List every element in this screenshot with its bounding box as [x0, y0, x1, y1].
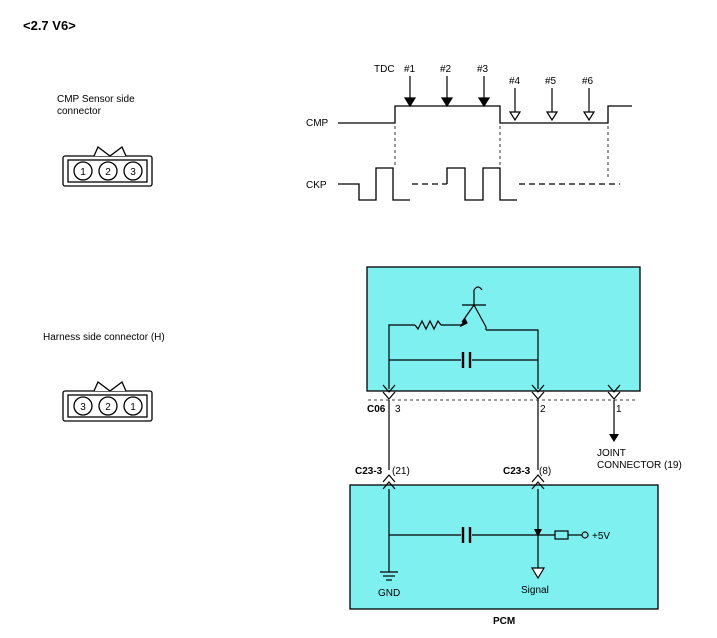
- marker-1-label: #1: [404, 64, 416, 75]
- c23-right-pin: (8): [539, 466, 551, 477]
- joint-connector-label-line1: JOINT: [597, 448, 626, 459]
- marker-4-label: #4: [509, 76, 521, 87]
- page-title: <2.7 V6>: [23, 18, 76, 33]
- harness-wires: [388, 400, 615, 470]
- signal-junction-arrow: [534, 529, 542, 537]
- signal-label: Signal: [521, 585, 549, 596]
- joint-connector-label-line2: CONNECTOR (19): [597, 460, 682, 471]
- c23-left-connector-label: C23-3: [355, 466, 383, 477]
- c06-pin-3: 3: [395, 404, 401, 415]
- harness-pin-2: 2: [105, 402, 111, 413]
- c06-pin-1: 1: [616, 404, 622, 415]
- waveform-sync-lines: [394, 108, 609, 180]
- ckp-waveform-part2: [446, 167, 517, 201]
- pcm-internal-circuit: [380, 489, 589, 581]
- ckp-signal-label: CKP: [306, 180, 327, 191]
- cmp-sensor-connector: [62, 145, 153, 187]
- c06-connector-label: C06: [367, 404, 386, 415]
- joint-connector-arrow: [609, 434, 619, 442]
- c06-pin-markers: [382, 384, 621, 400]
- c23-left-pin: (21): [392, 466, 410, 477]
- cmp-connector-label-line2: connector: [57, 106, 101, 117]
- cmp-signal-label: CMP: [306, 118, 329, 129]
- tdc-label: TDC: [374, 64, 395, 75]
- harness-pin-1: 1: [130, 402, 136, 413]
- harness-connector: [62, 380, 153, 422]
- ckp-waveform-part1: [338, 167, 410, 201]
- marker-3-label: #3: [477, 64, 489, 75]
- harness-connector-label: Harness side connector (H): [43, 332, 165, 343]
- signal-arrow: [530, 567, 546, 580]
- marker-6-label: #6: [582, 76, 594, 87]
- hall-sensor-circuit: [388, 286, 539, 389]
- cmp-pin-2: 2: [105, 167, 111, 178]
- cmp-pin-1: 1: [80, 167, 86, 178]
- tdc-arrows: [403, 76, 596, 122]
- sensor-module: [366, 266, 641, 392]
- c06-pin-2: 2: [540, 404, 546, 415]
- pcm-label: PCM: [493, 616, 515, 627]
- marker-2-label: #2: [440, 64, 452, 75]
- c23-right-connector-label: C23-3: [503, 466, 531, 477]
- cmp-connector-label-line1: CMP Sensor side: [57, 94, 135, 105]
- supply-label: +5V: [592, 531, 610, 542]
- marker-5-label: #5: [545, 76, 557, 87]
- cmp-pin-3: 3: [130, 167, 136, 178]
- gnd-label: GND: [378, 588, 400, 599]
- c23-pin-markers: [382, 474, 545, 490]
- pcm-module: [349, 484, 659, 610]
- harness-pin-3: 3: [80, 402, 86, 413]
